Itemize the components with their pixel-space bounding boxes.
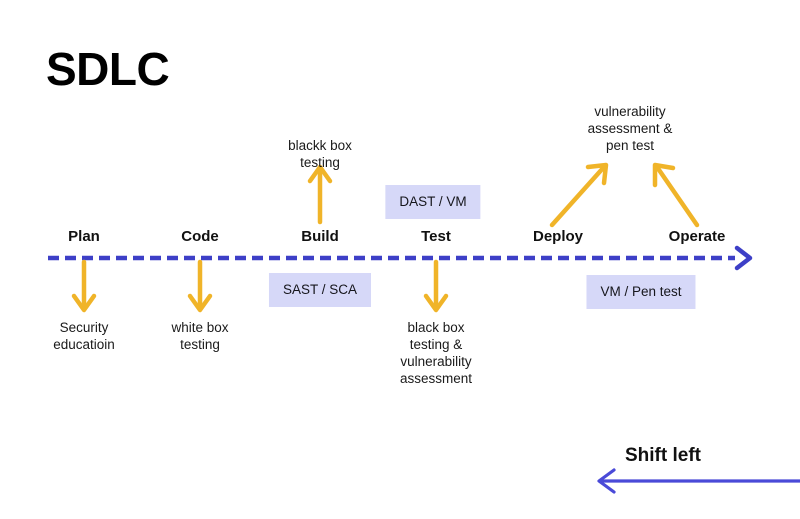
note-build-above: blackk box testing: [288, 138, 352, 170]
badge-vm-pen-test[interactable]: VM / Pen test: [586, 275, 696, 309]
note-plan-below: Security educatioin: [53, 320, 115, 352]
stage-label-operate[interactable]: Operate: [668, 228, 726, 245]
stage-label-deploy[interactable]: Deploy: [532, 228, 584, 245]
note-code-below: white box testing: [171, 320, 229, 352]
badge-dast-vm[interactable]: DAST / VM: [385, 185, 481, 219]
stage-label-plan[interactable]: Plan: [68, 228, 100, 245]
stage-label-build[interactable]: Build: [301, 228, 339, 245]
shift-left-arrow-icon: [597, 468, 800, 494]
note-test-below: black box testing & vulnerability assess…: [399, 320, 473, 386]
connector-arrow-plan-down: [71, 259, 97, 313]
stage-label-code[interactable]: Code: [181, 228, 219, 245]
stage-label-test[interactable]: Test: [421, 228, 451, 245]
note-deploy-operate-above: vulnerability assessment & pen test: [587, 104, 673, 153]
connector-arrow-code-down: [187, 259, 213, 313]
connector-arrow-test-down: [423, 259, 449, 313]
connector-arrow-deploy-up: [549, 162, 609, 228]
connector-arrow-build-up: [307, 164, 333, 225]
sdlc-timeline-axis: [48, 245, 753, 271]
page-title: SDLC: [46, 43, 170, 95]
badge-sast-sca[interactable]: SAST / SCA: [268, 273, 372, 307]
timeline-arrowhead-icon: [734, 245, 753, 271]
shift-left-label: Shift left: [625, 445, 701, 466]
connector-arrow-operate-up: [652, 162, 700, 228]
